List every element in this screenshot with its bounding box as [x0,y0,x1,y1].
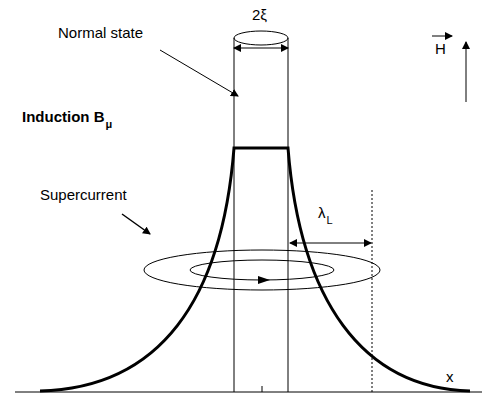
vector-sign [432,36,452,37]
subscript: L [327,211,333,229]
current-loop [190,260,334,280]
leader-arrow [160,50,238,96]
field-label: H [435,40,446,58]
penetration-line [372,190,373,392]
part-label: Supercurrent [40,186,127,204]
dimension-label: 2ξ [252,6,267,24]
core-wall [288,38,289,392]
dimension-arrow [234,48,288,49]
axis-label: x [446,368,454,386]
field-arrow [466,42,467,102]
dimension-arrow [290,243,371,244]
core-top [234,31,288,45]
quantity-label: Induction B [22,108,105,126]
part-label: Normal state [58,24,143,42]
leader-arrow [122,214,150,234]
dimension-label: λ [318,204,326,222]
x-axis [15,392,482,393]
current-loop [144,250,380,290]
current-direction [258,276,270,284]
core-wall [234,38,235,392]
center-tick [262,386,263,392]
subscript: μ [106,115,113,133]
induction-curve [40,148,470,391]
